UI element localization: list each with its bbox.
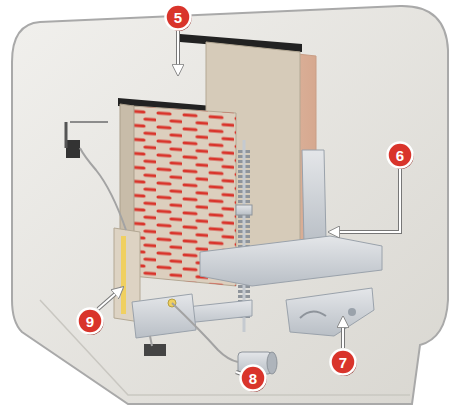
carriage-bracket — [302, 150, 326, 244]
wire — [80, 148, 126, 230]
lever-pivot — [348, 308, 356, 316]
leader-shadow — [341, 318, 345, 348]
callout-number: 9 — [76, 307, 104, 335]
bread-carriage — [200, 236, 382, 286]
callout-circle: 7 — [329, 348, 357, 376]
wire — [172, 303, 238, 362]
callout-number: 8 — [239, 364, 267, 392]
callout-circle: 9 — [76, 307, 104, 335]
toaster-housing — [12, 6, 448, 404]
release-lever — [286, 288, 374, 336]
leader-line — [98, 288, 122, 309]
electromagnet — [267, 352, 277, 374]
callout-circle: 5 — [164, 3, 192, 31]
lever-link — [300, 311, 326, 318]
leader-line — [342, 318, 344, 348]
connector-block — [144, 344, 166, 356]
leader-shadow — [330, 169, 400, 232]
callout-circle: 8 — [239, 364, 267, 392]
bimetal-strip — [121, 236, 126, 314]
leader-shadow — [98, 288, 122, 309]
wire — [150, 336, 152, 346]
callout-number: 5 — [164, 3, 192, 31]
leader-line — [177, 30, 179, 74]
mounting-bracket — [66, 140, 80, 158]
callout-number: 7 — [329, 348, 357, 376]
support-wire — [70, 121, 108, 123]
callout-circle: 6 — [386, 141, 414, 169]
leader-line — [330, 169, 400, 232]
callout-number: 6 — [386, 141, 414, 169]
spring-cap — [236, 205, 252, 215]
housing-floor-edge — [40, 300, 410, 395]
leader-shadow — [176, 30, 180, 74]
mounting-bracket — [65, 122, 68, 148]
